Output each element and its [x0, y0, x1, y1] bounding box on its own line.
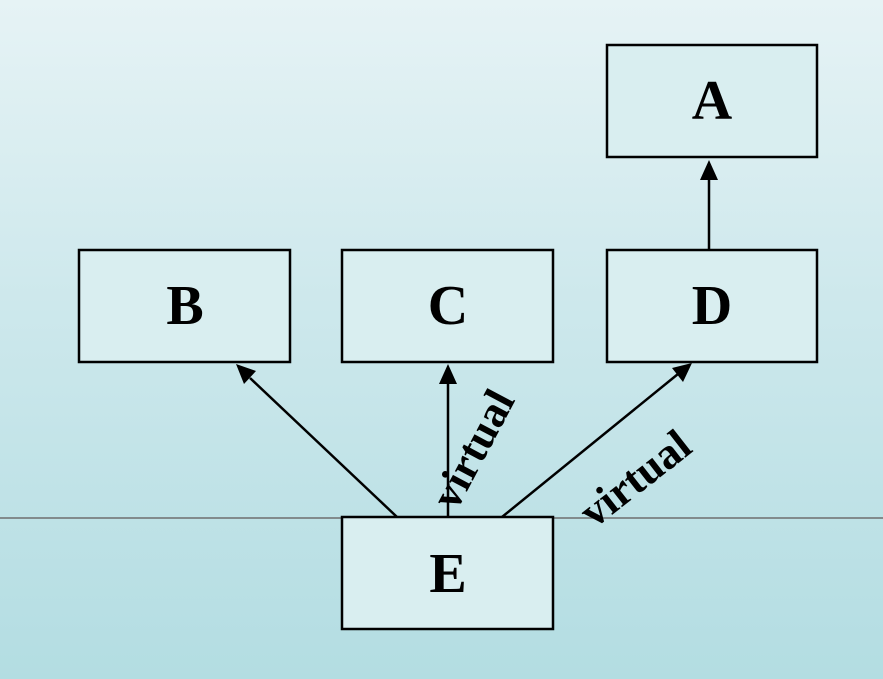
node-label-b: B — [166, 275, 203, 337]
node-label-e: E — [429, 543, 466, 605]
node-label-a: A — [692, 70, 733, 132]
edge-e-to-b — [236, 364, 398, 518]
node-b: B — [77, 248, 292, 364]
node-label-d: D — [692, 275, 732, 337]
node-c: C — [340, 248, 555, 364]
node-label-c: C — [428, 275, 468, 337]
node-a: A — [605, 43, 819, 159]
edge-label-e-to-d: virtual — [570, 420, 700, 537]
edge-label-e-to-c: virtual — [422, 381, 525, 516]
node-e: E — [340, 515, 555, 631]
edge-e-to-d — [501, 363, 692, 518]
node-d: D — [605, 248, 819, 364]
edge-e-to-c — [439, 364, 457, 517]
edge-d-to-a — [700, 160, 718, 250]
